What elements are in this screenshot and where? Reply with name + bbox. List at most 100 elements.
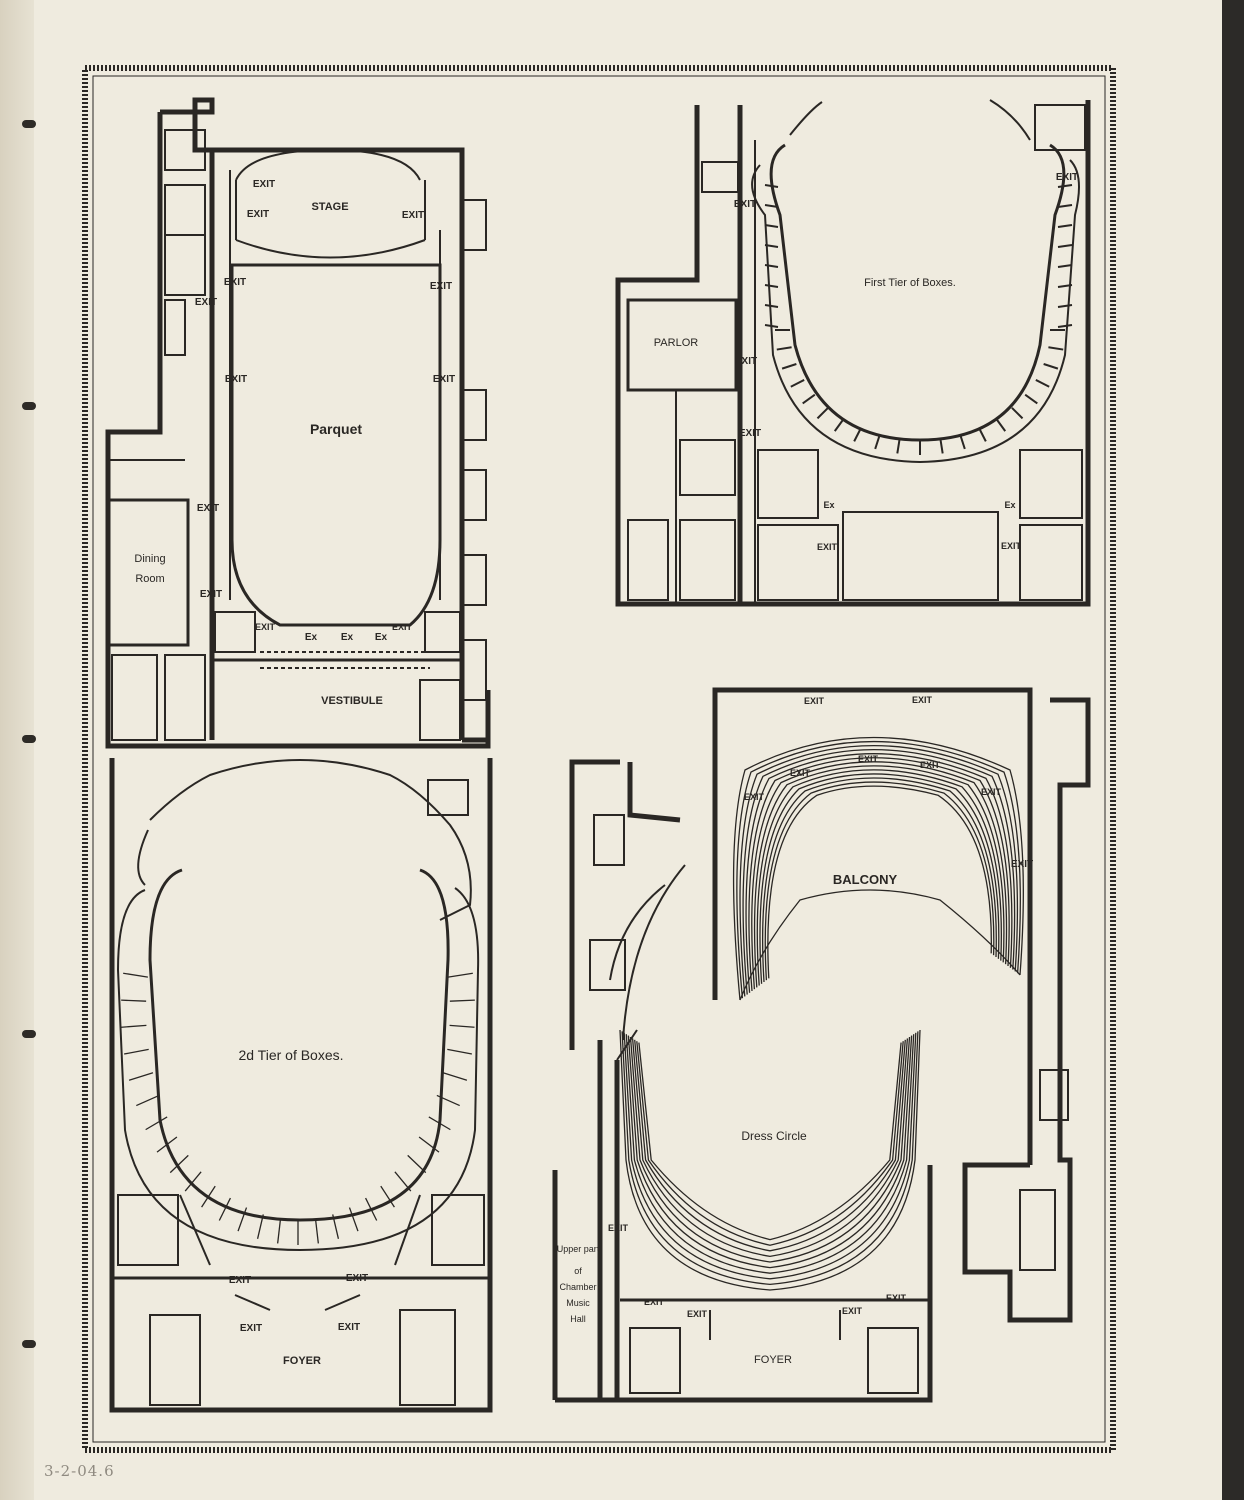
box-partition xyxy=(428,1116,451,1131)
box-partition xyxy=(201,1185,216,1208)
box-partition xyxy=(790,379,805,388)
second-tier-plan: 2d Tier of Boxes. FOYER EXIT EXIT EXIT E… xyxy=(109,758,493,1413)
exit-label: EXIT xyxy=(734,199,756,210)
box-partition xyxy=(764,264,779,268)
exit-label: EXIT xyxy=(912,695,933,705)
exit-label: EXIT xyxy=(744,792,765,802)
exit-label: EXIT xyxy=(981,787,1002,797)
exit-label: EXIT xyxy=(253,179,275,190)
exit-label: EXIT xyxy=(402,210,424,221)
box-partition xyxy=(764,184,779,188)
exit-label: EXIT xyxy=(735,356,757,367)
exit-label: EXIT xyxy=(229,1275,251,1286)
second-tier-title: 2d Tier of Boxes. xyxy=(238,1047,343,1063)
balcony-seat-row xyxy=(759,773,1000,984)
box-partition xyxy=(1057,184,1073,188)
exit-label: EXIT xyxy=(842,1306,863,1316)
dress-circle-seat-row xyxy=(627,1035,913,1269)
balcony-seat-row xyxy=(761,777,997,983)
box-partition xyxy=(128,1072,154,1081)
balcony-seat-row xyxy=(751,761,1008,990)
box-partition xyxy=(1057,224,1073,228)
box-partition xyxy=(1057,244,1073,248)
box-partition xyxy=(394,1171,412,1192)
box-partition xyxy=(1057,264,1073,268)
exit-label: EXIT xyxy=(247,209,269,220)
ex-label: Ex xyxy=(823,500,834,510)
box-partition xyxy=(418,1136,440,1153)
ex-label: Ex xyxy=(305,632,318,643)
box-partition xyxy=(781,363,797,370)
binder-ring xyxy=(22,1030,36,1038)
binder-ring xyxy=(22,735,36,743)
box-partition xyxy=(764,204,779,208)
exit-label: EXIT xyxy=(392,622,413,632)
ex-label: Ex xyxy=(341,632,354,643)
exit-label: EXIT xyxy=(1001,541,1022,551)
parquet-plan: STAGE Parquet Dining Room VESTIBULE EXIT… xyxy=(105,97,491,749)
box-partition xyxy=(332,1214,340,1239)
exit-label: EXIT xyxy=(608,1223,629,1233)
box-partition xyxy=(1057,204,1073,208)
binder-ring xyxy=(22,402,36,410)
scan-background-edge xyxy=(1222,0,1244,1500)
exit-label: EXIT xyxy=(338,1322,360,1333)
box-partition xyxy=(277,1218,282,1244)
exit-label: EXIT xyxy=(346,1273,368,1284)
exit-label: EXIT xyxy=(200,589,222,600)
binding-edge xyxy=(0,0,36,1500)
balcony-seat-row xyxy=(753,765,1005,988)
box-partition xyxy=(764,244,779,248)
dress-circle-seat-row xyxy=(634,1039,906,1252)
box-partition xyxy=(959,434,966,450)
box-partition xyxy=(121,1024,147,1028)
parlor-label: PARLOR xyxy=(654,337,698,349)
box-partition xyxy=(136,1094,160,1107)
box-partition xyxy=(436,1094,460,1107)
exit-label: EXIT xyxy=(195,297,217,308)
box-partition xyxy=(407,1154,427,1174)
balcony-title: BALCONY xyxy=(833,872,898,887)
exit-label: EXIT xyxy=(430,281,452,292)
first-tier-title: First Tier of Boxes. xyxy=(864,277,956,289)
balcony-seat-row xyxy=(732,736,1024,1001)
box-partition xyxy=(816,407,829,420)
box-partition xyxy=(1048,346,1064,351)
box-partition xyxy=(802,393,816,405)
balcony-seat-row xyxy=(756,769,1002,986)
box-partition xyxy=(896,438,901,454)
box-partition xyxy=(764,324,779,328)
first-tier-plan: First Tier of Boxes. PARLOR EXIT EXIT EX… xyxy=(615,99,1091,607)
box-partition xyxy=(348,1207,359,1232)
exit-label: EXIT xyxy=(433,374,455,385)
dining-room-label: Dining xyxy=(134,553,165,565)
exit-label: EXIT xyxy=(1011,859,1033,870)
stage-label: STAGE xyxy=(311,201,348,213)
box-partition xyxy=(853,427,862,442)
box-partition xyxy=(365,1197,378,1221)
dress-circle-seat-row xyxy=(629,1036,911,1263)
balcony-dress-circle-plan: BALCONY Dress Circle FOYER Upper part of… xyxy=(552,687,1091,1403)
box-partition xyxy=(256,1214,264,1239)
box-partition xyxy=(449,999,475,1002)
box-partition xyxy=(121,999,147,1002)
balcony-seat-row xyxy=(764,781,995,981)
dress-circle-title: Dress Circle xyxy=(741,1129,807,1143)
exit-label: EXIT xyxy=(240,1323,262,1334)
chamber-hall-label: Hall xyxy=(570,1314,586,1324)
box-partition xyxy=(1043,363,1059,370)
dress-circle-seat-row xyxy=(623,1032,917,1280)
catalog-mark: 3-2-04.6 xyxy=(44,1462,115,1480)
box-partition xyxy=(995,418,1007,432)
box-partition xyxy=(184,1171,202,1192)
binder-ring xyxy=(22,120,36,128)
box-partition xyxy=(833,418,845,432)
inner-border xyxy=(92,75,1106,1443)
box-partition xyxy=(124,1048,149,1055)
box-partition xyxy=(1057,304,1073,308)
box-partition xyxy=(939,438,944,454)
exit-label: EXIT xyxy=(886,1293,907,1303)
box-partition xyxy=(218,1197,231,1221)
binder-ring xyxy=(22,1340,36,1348)
